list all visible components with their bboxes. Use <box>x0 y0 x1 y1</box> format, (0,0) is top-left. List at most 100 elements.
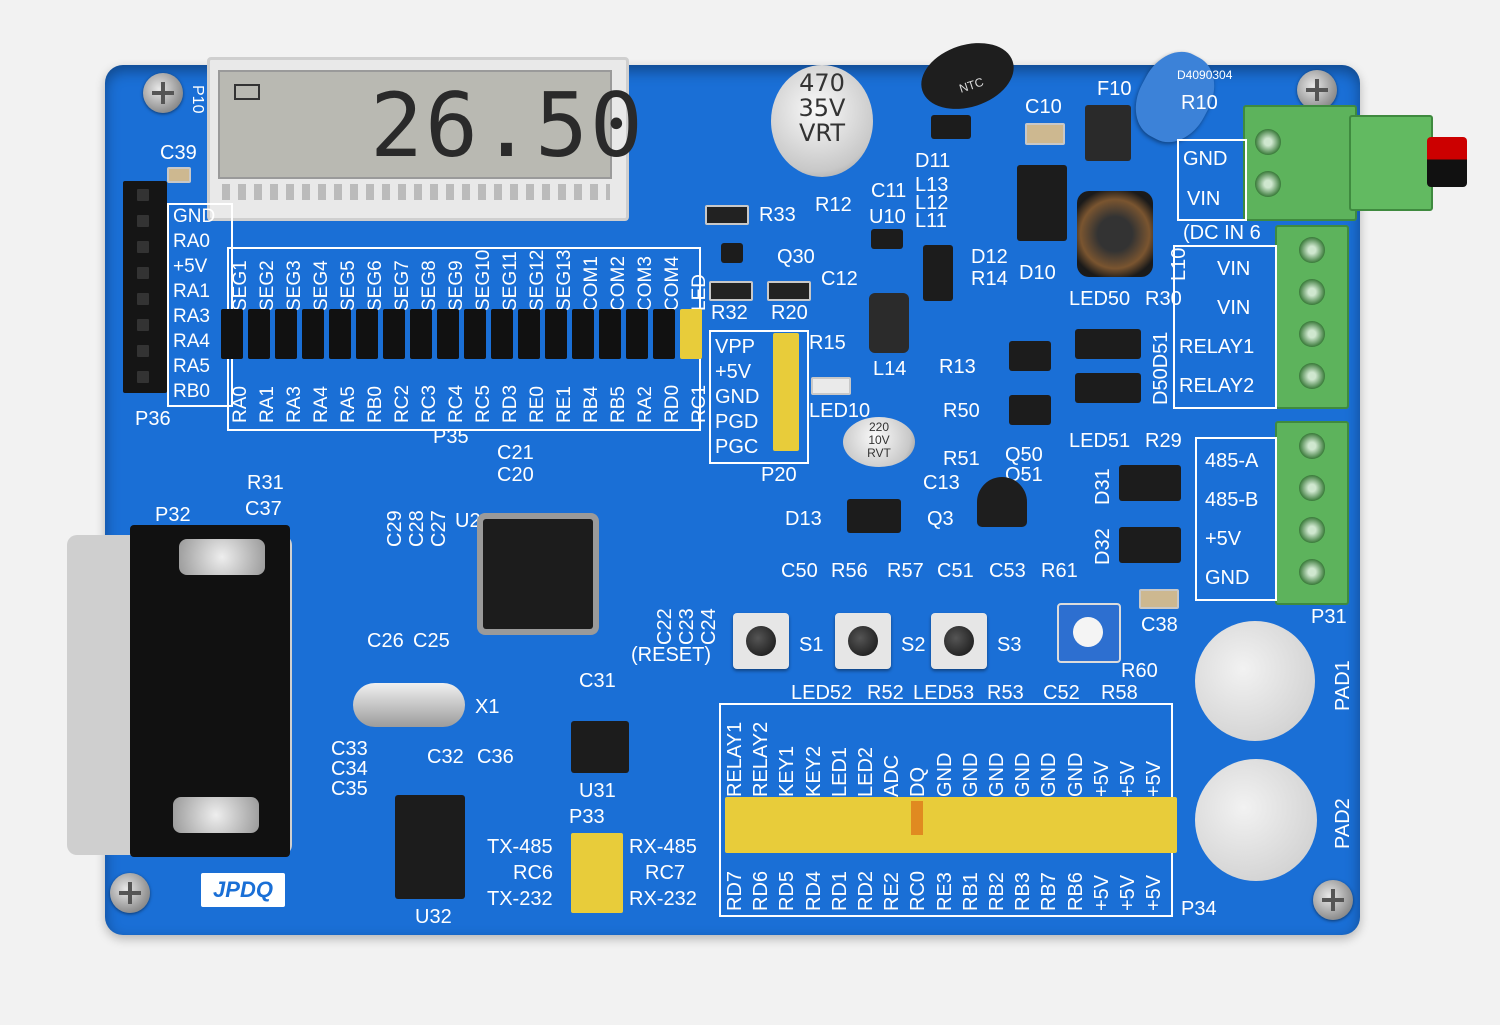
touch-pad-1[interactable] <box>1195 621 1315 741</box>
seg-bottom-label: RE0 <box>527 386 548 423</box>
c53-label: C53 <box>989 560 1026 582</box>
s2-label: S2 <box>901 634 926 656</box>
seg-bottom-label: RA3 <box>284 386 305 423</box>
potentiometer-knob[interactable] <box>1073 617 1103 647</box>
lcd-refdes: P10 <box>189 85 206 114</box>
r57-label: R57 <box>887 560 924 582</box>
seg-bottom-label: RA0 <box>230 386 251 423</box>
bottom-bottom-label: RD5 <box>776 870 799 911</box>
left-header-label: RA0 <box>173 231 210 252</box>
d10-label: D10 <box>1019 262 1056 284</box>
bottom-header-jumper[interactable] <box>911 801 923 835</box>
potentiometer-r60[interactable] <box>1057 603 1121 663</box>
button-s1[interactable] <box>733 613 789 669</box>
r30-label: R30 <box>1145 288 1182 310</box>
s3-label: S3 <box>997 634 1022 656</box>
capacitor-c10 <box>1025 123 1065 145</box>
left-header-pin <box>137 267 149 279</box>
c34-label: C34 <box>331 758 368 780</box>
r14-label: R14 <box>971 268 1008 290</box>
regulator-u10 <box>871 229 903 249</box>
c22-label: C22 <box>654 608 676 645</box>
chip-u32 <box>395 795 465 899</box>
brand-label: JPDQ <box>213 877 273 902</box>
resistor-r20 <box>767 281 811 301</box>
u20-label: U20 <box>455 510 492 532</box>
bottom-bottom-label: RD6 <box>750 870 773 911</box>
seg-top-label: SEG1 <box>230 260 251 311</box>
button-s2-cap[interactable] <box>848 626 878 656</box>
capacitor-c39 <box>167 167 191 183</box>
seg-jumper <box>221 309 243 359</box>
p31-label: P31 <box>1311 606 1347 628</box>
bottom-bottom-label: +5V <box>1117 874 1139 911</box>
seg-top-label: SEG6 <box>365 260 386 311</box>
s1-label: S1 <box>799 634 824 656</box>
button-s3-cap[interactable] <box>944 626 974 656</box>
seg-jumper <box>545 309 567 359</box>
c33-label: C33 <box>331 738 368 760</box>
c37-label: C37 <box>245 498 282 520</box>
c35-label: C35 <box>331 778 368 800</box>
rs485-terminal-label: +5V <box>1205 528 1242 550</box>
button-s3[interactable] <box>931 613 987 669</box>
uart-left-label: RC6 <box>513 862 554 884</box>
button-s1-cap[interactable] <box>746 626 776 656</box>
power-terminal-block[interactable] <box>1243 105 1357 221</box>
inductor-l14 <box>869 293 909 353</box>
seg-jumper <box>437 309 459 359</box>
c24-label: C24 <box>698 608 720 645</box>
diode-d32 <box>1119 527 1181 563</box>
seg-jumper <box>653 309 675 359</box>
prog-header-outline <box>709 330 809 464</box>
button-s2[interactable] <box>835 613 891 669</box>
power-gnd-label: GND <box>1183 148 1228 170</box>
led10-label: LED10 <box>809 400 871 422</box>
seg-bottom-label: RD0 <box>662 384 683 423</box>
r32-label: R32 <box>711 302 748 324</box>
relay-terminal-label: VIN <box>1217 258 1251 280</box>
seg-bottom-label: RB0 <box>365 386 386 423</box>
left-header-pin <box>137 215 149 227</box>
touch-pad-2[interactable] <box>1195 759 1317 881</box>
diode-d12 <box>923 245 953 301</box>
c31-label: C31 <box>579 670 616 692</box>
left-header-label: GND <box>173 206 216 227</box>
relay-terminal-label: RELAY2 <box>1179 375 1255 397</box>
pad1-label: PAD1 <box>1332 660 1354 711</box>
r13-label: R13 <box>939 356 976 378</box>
c12-label: C12 <box>821 268 858 290</box>
seg-top-label: SEG9 <box>446 260 467 311</box>
bottom-top-label: GND <box>1064 752 1087 797</box>
c38-label: C38 <box>1141 614 1178 636</box>
power-plug[interactable] <box>1349 115 1433 211</box>
r51-label: R51 <box>943 448 980 470</box>
bottom-top-label: RELAY2 <box>750 721 773 797</box>
microcontroller-u20 <box>483 519 593 629</box>
lcd-reading: 26.50 <box>370 74 645 177</box>
bottom-top-label: +5V <box>1117 760 1139 797</box>
diode-d11 <box>931 115 971 139</box>
r53-label: R53 <box>987 682 1024 704</box>
seg-jumper <box>680 309 702 359</box>
r15-label: R15 <box>809 332 846 354</box>
relay-terminal-block[interactable] <box>1275 225 1349 409</box>
c25-label: C25 <box>413 630 450 652</box>
rs485-terminal-block[interactable] <box>1275 421 1349 605</box>
seg-jumper <box>410 309 432 359</box>
c36-label: C36 <box>477 746 514 768</box>
r20-label: R20 <box>771 302 808 324</box>
lcd-glass: 26.50 <box>218 70 643 179</box>
bottom-bottom-label: RE2 <box>881 872 904 911</box>
bottom-top-label: LED2 <box>855 746 877 797</box>
seg-jumper <box>275 309 297 359</box>
seg-bottom-label: RB5 <box>608 386 629 423</box>
power-cable <box>1427 137 1467 187</box>
p35-label: P35 <box>433 426 469 448</box>
prog-header-label: +5V <box>715 361 752 383</box>
r29-label: R29 <box>1145 430 1182 452</box>
bottom-top-label: GND <box>986 752 1008 797</box>
seg-jumper <box>518 309 540 359</box>
